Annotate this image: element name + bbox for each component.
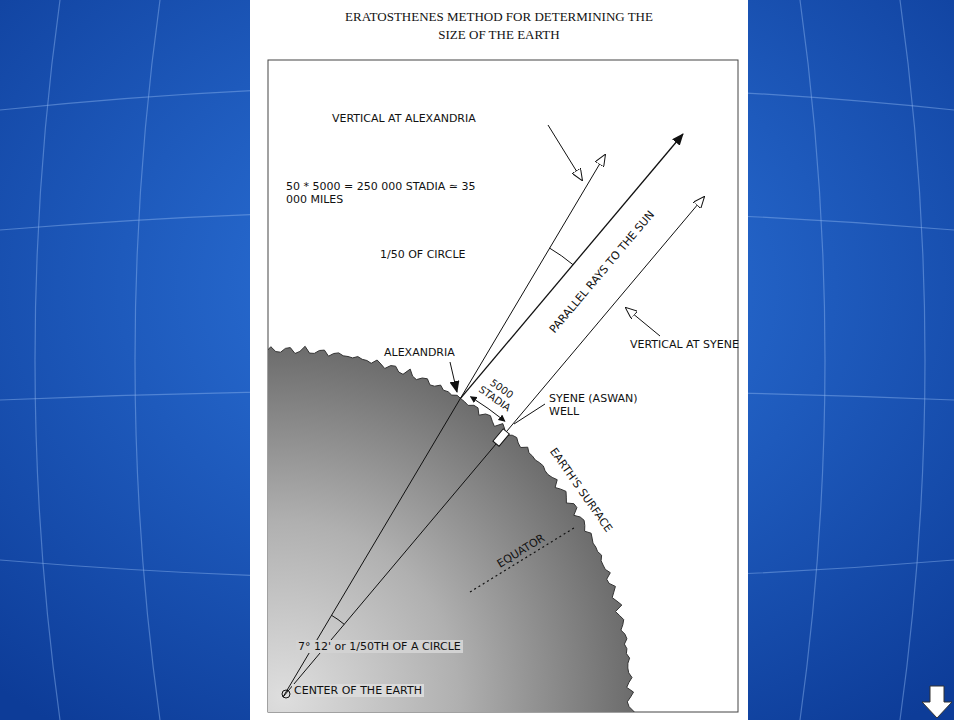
- figure-label: 7° 12' or 1/50TH OF A CIRCLE: [296, 640, 463, 653]
- figure-label: SYENE (ASWAN) WELL: [549, 392, 649, 418]
- equator-line: [470, 528, 574, 592]
- grid-line: [800, 0, 825, 720]
- down-arrow: [922, 686, 952, 718]
- figure-label: VERTICAL AT ALEXANDRIA: [332, 112, 476, 125]
- leader-line: [626, 308, 660, 336]
- figure-label: PARALLEL RAYS TO THE SUN: [547, 208, 657, 335]
- grid-line: [900, 0, 925, 720]
- well-shape: [493, 429, 509, 446]
- grid-line: [35, 0, 60, 720]
- figure-label: 1/50 OF CIRCLE: [380, 248, 465, 261]
- down-arrow-icon: [922, 686, 952, 718]
- center-mark: [282, 690, 290, 698]
- figure-label: EQUATOR: [495, 531, 547, 570]
- leader-line: [450, 362, 457, 392]
- figure-label: VERTICAL AT SYENE: [630, 338, 739, 351]
- figure-label: CENTER OF THE EARTH: [292, 684, 424, 697]
- leader-line: [548, 125, 582, 180]
- figure-label: ALEXANDRIA: [384, 346, 455, 359]
- sun-ray-line: [460, 134, 683, 399]
- figure-label: 5000 STADIA: [472, 371, 523, 417]
- syene-well: [493, 429, 509, 446]
- figure-label: 50 * 5000 = 250 000 STADIA ≃ 35 000 MILE…: [286, 180, 486, 206]
- angle-arc: [332, 615, 345, 624]
- angle-arc: [550, 248, 573, 265]
- grid-line: [135, 0, 160, 720]
- figure-label: EARTH'S SURFACE: [547, 445, 615, 534]
- leader-line: [514, 404, 545, 424]
- earth-shape: [268, 300, 700, 712]
- diagram-title: ERATOSTHENES METHOD FOR DETERMINING THE …: [334, 8, 664, 44]
- vertical-syene-line: [283, 197, 704, 697]
- vertical-alexandria-line: [283, 155, 605, 697]
